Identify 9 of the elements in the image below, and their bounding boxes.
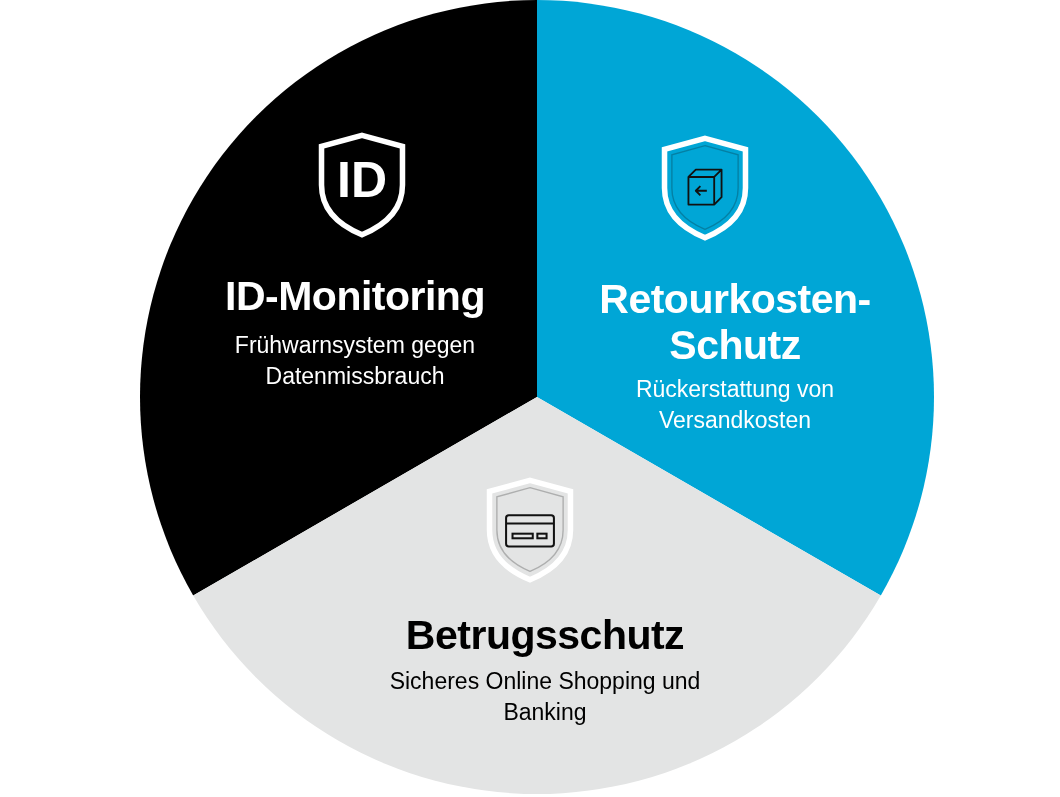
pie-sector [140, 0, 537, 595]
shield-label: ID [336, 155, 388, 205]
sector-heading: Retourkosten-Schutz [598, 276, 872, 368]
sector-description: Frühwarnsystem gegen Datenmissbrauch [233, 331, 477, 391]
sector-description: Rückerstattung von Versandkosten [634, 375, 836, 435]
sector-heading: Betrugsschutz [404, 612, 686, 658]
pie-sector [537, 0, 935, 595]
sector-description: Sicheres Online Shopping und Banking [388, 667, 702, 727]
sector-heading: ID-Monitoring [224, 273, 486, 319]
